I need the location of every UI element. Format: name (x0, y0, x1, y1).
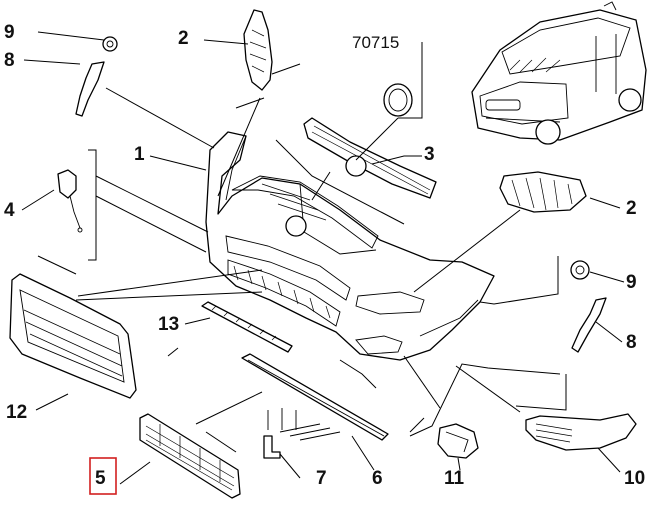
callout-labels: 9 8 2 70715 1 3 4 2 9 13 8 12 5 7 6 11 1… (4, 22, 645, 489)
callout-1: 1 (134, 144, 145, 165)
part-code-70715: 70715 (352, 33, 399, 52)
part-3-upper-grille (303, 117, 437, 199)
vehicle-thumbnail (471, 1, 647, 145)
part-2-bracket-top (243, 9, 273, 91)
callout-11: 11 (444, 468, 465, 489)
callout-8-right: 8 (626, 332, 637, 353)
part-7-clips (263, 408, 341, 459)
emblem-badge (383, 83, 413, 117)
callout-3: 3 (424, 144, 435, 165)
callout-7: 7 (316, 468, 327, 489)
part-8-strip-left (75, 61, 105, 117)
front-bumper-cover (205, 131, 495, 361)
part-9-clip-left (102, 36, 118, 52)
callout-9-top: 9 (4, 22, 15, 43)
callout-6: 6 (372, 468, 383, 489)
part-10-side-trim (525, 413, 637, 451)
callout-4: 4 (4, 200, 15, 221)
part-12-lower-grille (9, 273, 137, 399)
callout-2-right: 2 (626, 198, 637, 219)
part-4-lamp-holder (57, 169, 83, 233)
callout-5: 5 (95, 468, 106, 489)
part-6-moulding (241, 353, 389, 441)
part-13-trim-strip (201, 301, 293, 353)
callout-9-right: 9 (626, 272, 637, 293)
part-2-trim-right (499, 171, 587, 213)
callout-13: 13 (158, 314, 179, 335)
callout-8-top: 8 (4, 50, 15, 71)
leader-lines (21, 31, 625, 485)
part-5-small-grille (139, 413, 241, 499)
callout-5-highlight-box (89, 457, 117, 495)
part-8-strip-right (571, 297, 607, 353)
callout-10: 10 (624, 468, 645, 489)
callout-2-top: 2 (178, 28, 189, 49)
part-11-fog-cover (437, 423, 479, 459)
callout-12: 12 (6, 402, 27, 423)
part-9-clip-right (570, 260, 590, 280)
